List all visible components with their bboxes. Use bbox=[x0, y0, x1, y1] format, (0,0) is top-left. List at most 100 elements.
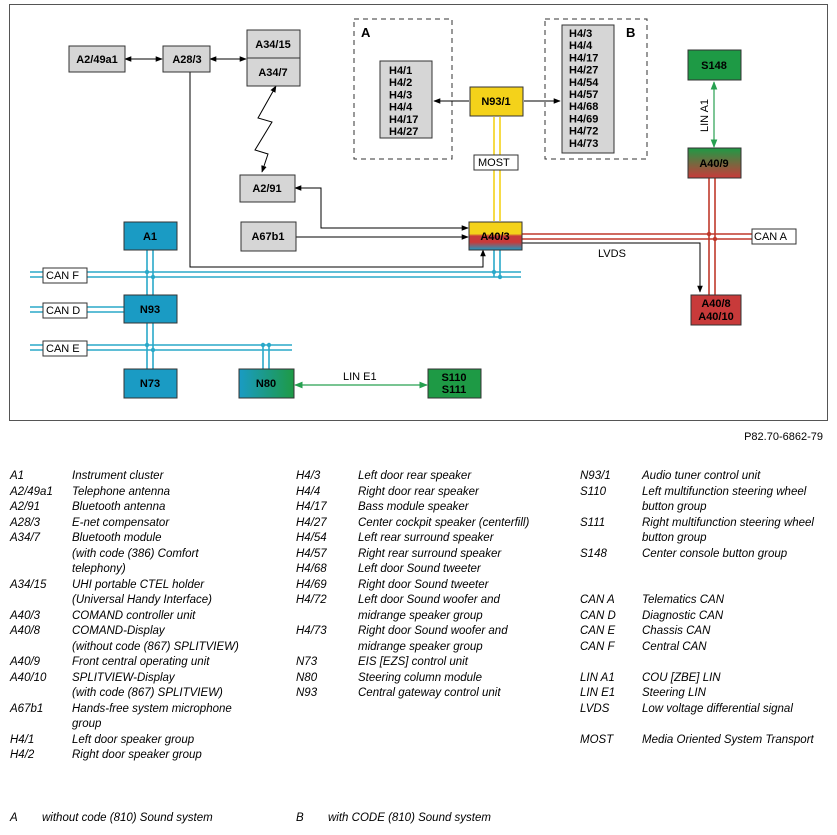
svg-text:A40/8: A40/8 bbox=[701, 298, 730, 310]
legend-description-line: button group bbox=[642, 501, 707, 513]
most-label: MOST bbox=[478, 157, 510, 169]
legend-description-line: COMAND controller unit bbox=[72, 609, 196, 622]
legend-description: Center cockpit speaker (centerfill) bbox=[358, 516, 576, 532]
group-a-label: A bbox=[361, 25, 371, 40]
legend-description-line: UHI portable CTEL holder bbox=[72, 578, 205, 591]
legend-description-line: Steering LIN bbox=[642, 687, 706, 699]
legend-description-line: telephony) bbox=[72, 563, 126, 575]
speaker-item: H4/17 bbox=[569, 52, 598, 64]
legend-description: COMAND-Display(without code (867) SPLITV… bbox=[72, 624, 290, 655]
speaker-item: H4/69 bbox=[569, 113, 598, 125]
legend-entry: H4/2 Right door speaker group bbox=[10, 748, 290, 764]
legend-code: H4/72 bbox=[296, 594, 327, 606]
legend-description: Bluetooth module(with code (386) Comfort… bbox=[72, 531, 290, 578]
legend-description-line: Right rear surround speaker bbox=[358, 547, 502, 560]
legend-description: Central gateway control unit bbox=[358, 686, 576, 702]
legend-description-line: Chassis CAN bbox=[642, 625, 711, 637]
legend-code: N93/1 bbox=[580, 470, 611, 482]
legend-code: H4/73 bbox=[296, 625, 327, 637]
group-a-frame bbox=[353, 18, 453, 160]
node-a40-9: A40/9 bbox=[687, 147, 742, 179]
legend-description-line: Central gateway control unit bbox=[358, 687, 501, 699]
svg-text:N73: N73 bbox=[140, 378, 160, 390]
legend-description-line: (without code (867) SPLITVIEW) bbox=[72, 640, 239, 653]
legend-entry: N93 Central gateway control unit bbox=[296, 686, 576, 702]
node-a2-91: A2/91 bbox=[239, 174, 296, 203]
legend-description-line: Low voltage differential signal bbox=[642, 702, 793, 715]
most-tag bbox=[473, 154, 519, 171]
speaker-item: H4/3 bbox=[569, 28, 592, 40]
legend-code: H4/17 bbox=[296, 501, 327, 513]
legend-description-line: Left door Sound tweeter bbox=[358, 563, 481, 575]
legend-code: H4/2 bbox=[10, 749, 35, 761]
svg-text:A2/91: A2/91 bbox=[252, 183, 281, 195]
can-d-label: CAN D bbox=[46, 305, 80, 317]
legend-code: H4/27 bbox=[296, 516, 327, 529]
svg-text:A67b1: A67b1 bbox=[251, 231, 284, 243]
legend-code: N93 bbox=[296, 687, 318, 699]
legend-code: A34/15 bbox=[10, 578, 47, 591]
node-a34-15: A34/15 bbox=[246, 29, 301, 59]
legend-code: S110 bbox=[580, 485, 607, 498]
speaker-item: H4/3 bbox=[389, 89, 412, 101]
legend-description: Right door Sound tweeter bbox=[358, 578, 576, 594]
legend-gap bbox=[580, 562, 832, 593]
speaker-item: H4/27 bbox=[569, 65, 598, 77]
legend-description: SPLITVIEW-Display(with code (867) SPLITV… bbox=[72, 671, 290, 702]
legend-description: Right door rear speaker bbox=[358, 485, 576, 501]
legend-code: CAN D bbox=[580, 609, 616, 622]
legend-description-line: Bluetooth module bbox=[72, 532, 162, 544]
legend-description-line: COU [ZBE] LIN bbox=[642, 671, 721, 684]
svg-text:A40/10: A40/10 bbox=[698, 311, 733, 323]
legend-description: Right door speaker group bbox=[72, 748, 290, 764]
legend-description: Chassis CAN bbox=[642, 624, 832, 640]
legend-entry: A40/10 SPLITVIEW-Display(with code (867) … bbox=[10, 671, 290, 702]
legend-description-line: Central CAN bbox=[642, 640, 707, 653]
legend-description-line: Media Oriented System Transport bbox=[642, 733, 814, 746]
svg-text:A28/3: A28/3 bbox=[172, 54, 201, 66]
group-b-label: B bbox=[626, 25, 635, 40]
legend-code: S148 bbox=[580, 547, 607, 560]
legend-code: A40/10 bbox=[10, 671, 47, 684]
legend-description: Telematics CAN bbox=[642, 593, 832, 609]
legend-code: S111 bbox=[580, 516, 606, 529]
legend-description: Left door Sound tweeter bbox=[358, 562, 576, 578]
legend-description-line: group bbox=[72, 718, 102, 730]
legend-description-line: Hands-free system microphone bbox=[72, 702, 232, 715]
legend-description-line: Left door speaker group bbox=[72, 733, 195, 746]
legend-description: Low voltage differential signal bbox=[642, 702, 832, 718]
speaker-item: H4/73 bbox=[569, 138, 598, 150]
svg-text:A34/15: A34/15 bbox=[255, 39, 290, 51]
can-f-label: CAN F bbox=[46, 270, 79, 282]
legend-gap bbox=[580, 655, 832, 671]
legend-code: N80 bbox=[296, 671, 318, 684]
can-e-label: CAN E bbox=[46, 343, 80, 355]
legend-description: Audio tuner control unit bbox=[642, 469, 832, 485]
node-a34-7: A34/7 bbox=[246, 57, 301, 87]
legend-description-line: Left multifunction steering wheel bbox=[642, 485, 807, 498]
legend-code: A1 bbox=[10, 470, 25, 482]
legend-code: A67b1 bbox=[10, 702, 44, 715]
legend-description-line: Right door Sound tweeter bbox=[358, 578, 489, 591]
legend-code: A2/91 bbox=[10, 501, 41, 513]
group-a-list bbox=[379, 60, 433, 139]
